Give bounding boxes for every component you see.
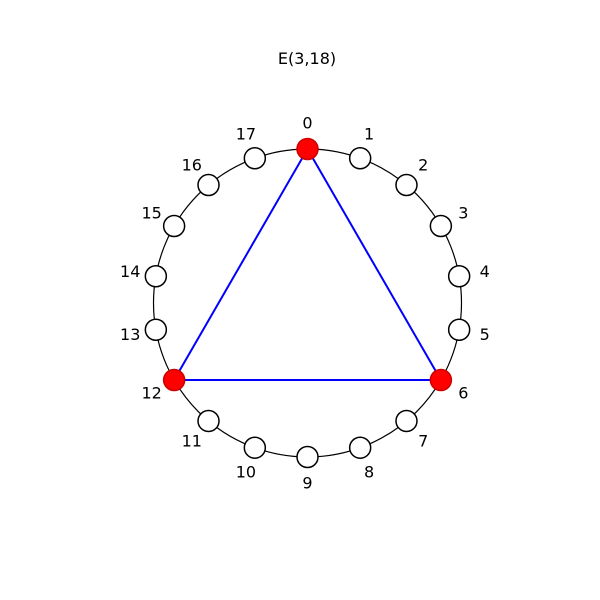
node-5 bbox=[447, 318, 471, 341]
node-label-8: 8 bbox=[364, 463, 374, 482]
node-15 bbox=[162, 214, 186, 238]
node-8 bbox=[348, 436, 372, 459]
nodes-layer bbox=[144, 137, 471, 469]
node-label-14: 14 bbox=[120, 262, 140, 281]
node-7 bbox=[395, 409, 418, 433]
node-label-9: 9 bbox=[302, 474, 312, 493]
diagram-title: E(3,18) bbox=[278, 49, 336, 68]
node-label-4: 4 bbox=[480, 262, 490, 281]
node-label-2: 2 bbox=[418, 156, 428, 175]
node-2 bbox=[395, 173, 418, 197]
node-14 bbox=[144, 265, 168, 288]
node-label-11: 11 bbox=[182, 431, 202, 450]
highlighted-node-6 bbox=[429, 368, 453, 392]
node-10 bbox=[243, 436, 267, 459]
node-label-6: 6 bbox=[458, 384, 468, 403]
polygon-layer bbox=[172, 147, 443, 381]
node-label-17: 17 bbox=[236, 124, 256, 143]
ring-circle bbox=[152, 148, 463, 458]
node-16 bbox=[197, 173, 220, 197]
node-label-3: 3 bbox=[458, 204, 468, 223]
node-label-15: 15 bbox=[141, 204, 161, 223]
node-label-1: 1 bbox=[364, 124, 374, 143]
node-11 bbox=[197, 409, 220, 433]
node-label-12: 12 bbox=[141, 384, 161, 403]
node-label-5: 5 bbox=[480, 325, 490, 344]
node-3 bbox=[429, 214, 453, 238]
node-label-13: 13 bbox=[120, 325, 140, 344]
node-9 bbox=[296, 445, 319, 469]
node-label-10: 10 bbox=[236, 463, 256, 482]
highlighted-node-0 bbox=[296, 137, 319, 161]
node-label-16: 16 bbox=[182, 156, 202, 175]
triangle-polygon bbox=[172, 147, 443, 381]
node-1 bbox=[348, 147, 372, 170]
highlighted-node-12 bbox=[162, 368, 186, 392]
node-17 bbox=[243, 147, 267, 170]
node-13 bbox=[144, 318, 168, 341]
node-label-7: 7 bbox=[418, 431, 428, 450]
node-4 bbox=[447, 265, 471, 288]
node-label-0: 0 bbox=[302, 114, 312, 133]
